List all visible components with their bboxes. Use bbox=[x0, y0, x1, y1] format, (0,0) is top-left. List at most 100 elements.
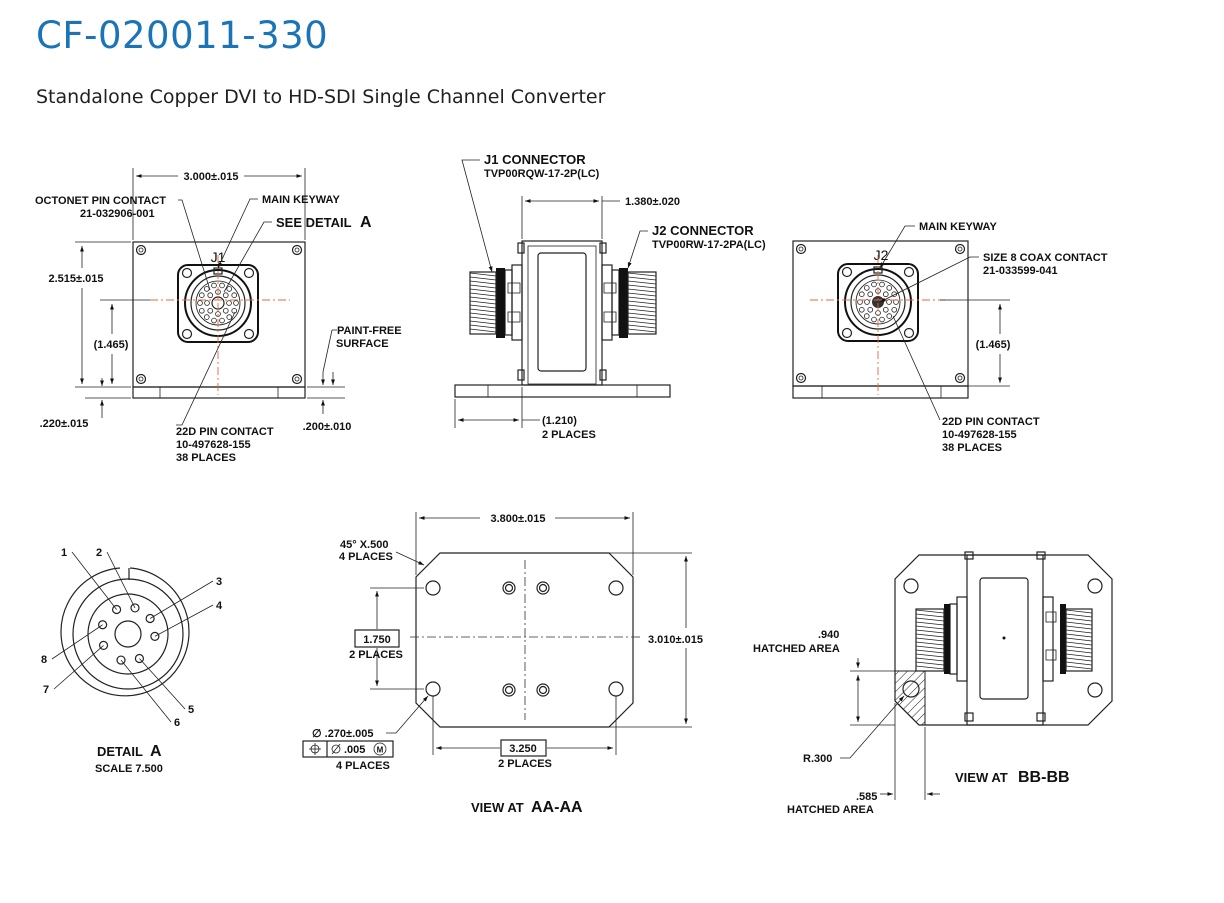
aa-tolerance-places: 4 PLACES bbox=[336, 760, 390, 772]
j2-part: TVP00RW-17-2PA(LC) bbox=[652, 239, 766, 251]
detail-pin bbox=[116, 655, 126, 665]
front-width-dim: 3.000±.015 bbox=[184, 171, 239, 183]
side-view: J1 CONNECTOR TVP00RQW-17-2P(LC) J2 CONNE… bbox=[454, 152, 766, 441]
detail-a-scale: SCALE 7.500 bbox=[95, 763, 163, 775]
rear-pin-places: 38 PLACES bbox=[942, 442, 1002, 454]
detail-pin-label: 7 bbox=[43, 684, 49, 696]
rear-keyway-label: MAIN KEYWAY bbox=[919, 221, 997, 233]
detail-pin-label: 3 bbox=[216, 576, 222, 588]
contact-pin bbox=[198, 308, 205, 314]
aa-mount-holes bbox=[425, 580, 624, 697]
front-pin-places: 38 PLACES bbox=[176, 452, 236, 464]
front-surface-dim: .200±.010 bbox=[303, 421, 352, 433]
bb-bottom-label: HATCHED AREA bbox=[787, 804, 874, 816]
side-j2-connector bbox=[601, 264, 657, 341]
side-body bbox=[521, 240, 603, 386]
side-length-dim: 1.380±.020 bbox=[625, 196, 680, 208]
j1-part: TVP00RQW-17-2P(LC) bbox=[484, 168, 600, 180]
bb-j2-connector bbox=[1042, 596, 1093, 682]
paint-free-label: PAINT-FREE bbox=[337, 325, 402, 337]
bb-j1-connector bbox=[915, 596, 968, 682]
j2-connector-face bbox=[837, 263, 919, 342]
side-flange-places: 2 PLACES bbox=[542, 429, 596, 441]
contact-pin bbox=[863, 313, 870, 319]
contact-pin bbox=[863, 285, 870, 291]
contact-pin bbox=[891, 307, 898, 313]
contact-pin bbox=[198, 292, 205, 298]
contact-pin bbox=[207, 292, 214, 299]
contact-pin bbox=[871, 316, 877, 323]
svg-text:M: M bbox=[377, 746, 384, 755]
detail-a-title: DETAIL bbox=[97, 744, 143, 759]
aa-view-title-id: AA-AA bbox=[531, 799, 583, 816]
contact-pin bbox=[226, 286, 233, 292]
contact-pin bbox=[864, 299, 870, 305]
aa-hole-dia: ∅ .270±.005 bbox=[312, 728, 374, 740]
contact-pin bbox=[203, 286, 210, 292]
aa-height-dim: 3.010±.015 bbox=[648, 634, 703, 646]
contact-pin bbox=[882, 306, 889, 313]
detail-pin-label: 8 bbox=[41, 654, 47, 666]
front-pin-label: 22D PIN CONTACT bbox=[176, 426, 274, 438]
side-j1-connector bbox=[469, 264, 523, 341]
detail-pin bbox=[98, 620, 108, 630]
octonet-label: OCTONET PIN CONTACT bbox=[35, 195, 166, 207]
see-detail-label: SEE DETAIL bbox=[276, 215, 352, 230]
contact-pin bbox=[858, 307, 865, 313]
j2-label: J2 CONNECTOR bbox=[652, 223, 754, 238]
detail-a-letter: A bbox=[150, 743, 162, 760]
contact-pin bbox=[211, 317, 217, 324]
aa-tolerance: .005 bbox=[344, 744, 365, 756]
paint-free-label-2: SURFACE bbox=[336, 338, 389, 350]
contact-pin bbox=[215, 311, 221, 317]
see-detail-letter: A bbox=[360, 214, 372, 231]
front-center-dim: (1.465) bbox=[94, 339, 129, 351]
aa-spacing-v-places: 2 PLACES bbox=[349, 649, 403, 661]
bb-hatched-dim: .940 bbox=[818, 629, 839, 641]
contact-pin bbox=[231, 292, 238, 298]
aa-spacing-v: 1.750 bbox=[363, 634, 391, 646]
aa-flange-outline bbox=[415, 552, 634, 728]
detail-pin-label: 4 bbox=[216, 600, 223, 612]
contact-pin bbox=[886, 285, 893, 291]
bb-bottom-dim: .585 bbox=[856, 791, 877, 803]
contact-pin bbox=[867, 306, 874, 313]
contact-pin bbox=[882, 291, 889, 298]
bb-radius: R.300 bbox=[803, 753, 832, 765]
j2-id-label: J2 bbox=[874, 247, 889, 263]
contact-pin bbox=[879, 281, 885, 288]
contact-pin bbox=[211, 282, 217, 289]
rear-center-dim: (1.465) bbox=[976, 339, 1011, 351]
contact-pin bbox=[222, 307, 229, 314]
rear-base-flange bbox=[792, 385, 969, 399]
rear-pin-part: 10-497628-155 bbox=[942, 429, 1017, 441]
aa-width-dim: 3.800±.015 bbox=[491, 513, 546, 525]
front-base-flange bbox=[132, 386, 306, 399]
aa-view-title: VIEW AT bbox=[471, 800, 524, 815]
coax-label: SIZE 8 COAX CONTACT bbox=[983, 252, 1108, 264]
rear-corner-screws bbox=[795, 243, 966, 384]
side-label-window bbox=[537, 252, 587, 372]
contact-pin bbox=[879, 316, 885, 323]
side-flange-dim: (1.210) bbox=[542, 415, 577, 427]
aa-chamfer-places: 4 PLACES bbox=[339, 551, 393, 563]
bb-hatched-area bbox=[894, 670, 926, 726]
side-base-plate bbox=[454, 384, 671, 398]
front-base-dim: .220±.015 bbox=[40, 418, 89, 430]
octonet-part: 21-032906-001 bbox=[80, 208, 155, 220]
contact-pin bbox=[858, 291, 865, 297]
contact-pin bbox=[203, 314, 210, 320]
coax-part: 21-033599-041 bbox=[983, 265, 1058, 277]
page-title: CF-020011-330 bbox=[36, 14, 329, 57]
bb-flange-outline bbox=[894, 554, 1113, 726]
contact-pin bbox=[222, 292, 229, 299]
front-keyway-label: MAIN KEYWAY bbox=[262, 194, 340, 206]
front-pin-part: 10-497628-155 bbox=[176, 439, 251, 451]
contact-pin bbox=[886, 299, 892, 305]
detail-pin-label: 6 bbox=[174, 717, 180, 729]
aa-spacing-h: 3.250 bbox=[509, 743, 537, 755]
aa-feature-control-frame: .005 M bbox=[302, 740, 394, 758]
contact-pin bbox=[867, 291, 874, 298]
contact-pin bbox=[219, 317, 225, 324]
